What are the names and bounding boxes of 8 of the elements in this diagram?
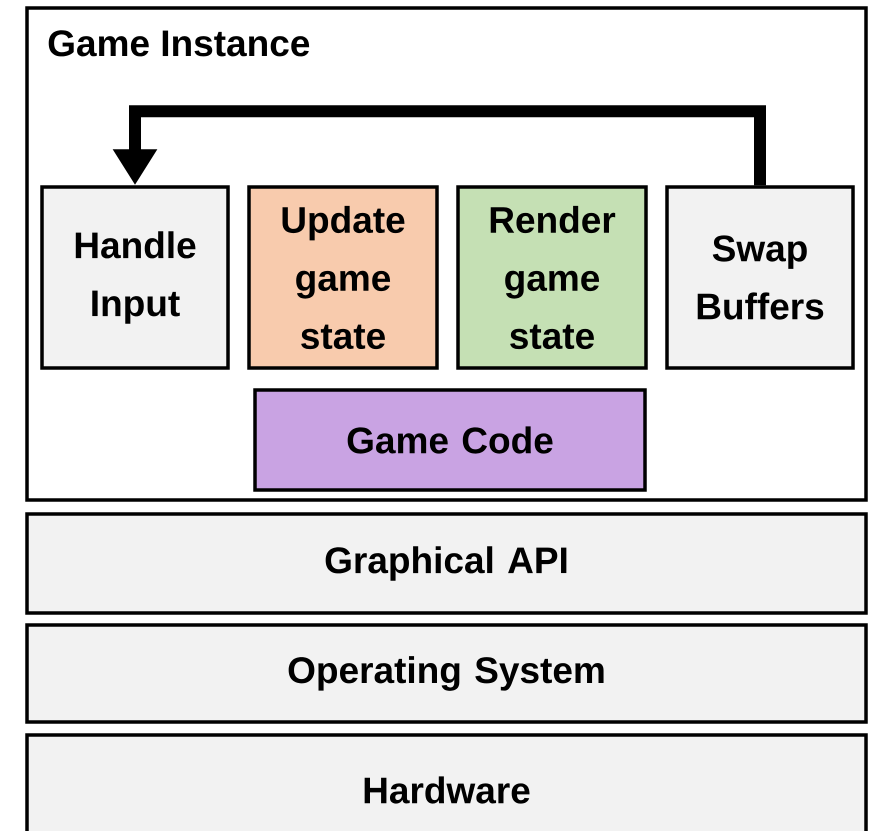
process-box: Swap Buffers [665,185,855,370]
process-box: Handle Input [40,185,230,370]
layer-band: Graphical API [25,512,868,615]
code-box: Game Code [253,388,647,492]
layer-band: Operating System [25,623,868,724]
layer-band: Hardware [25,733,868,831]
process-box: Render game state [456,185,648,370]
process-box: Update game state [247,185,439,370]
